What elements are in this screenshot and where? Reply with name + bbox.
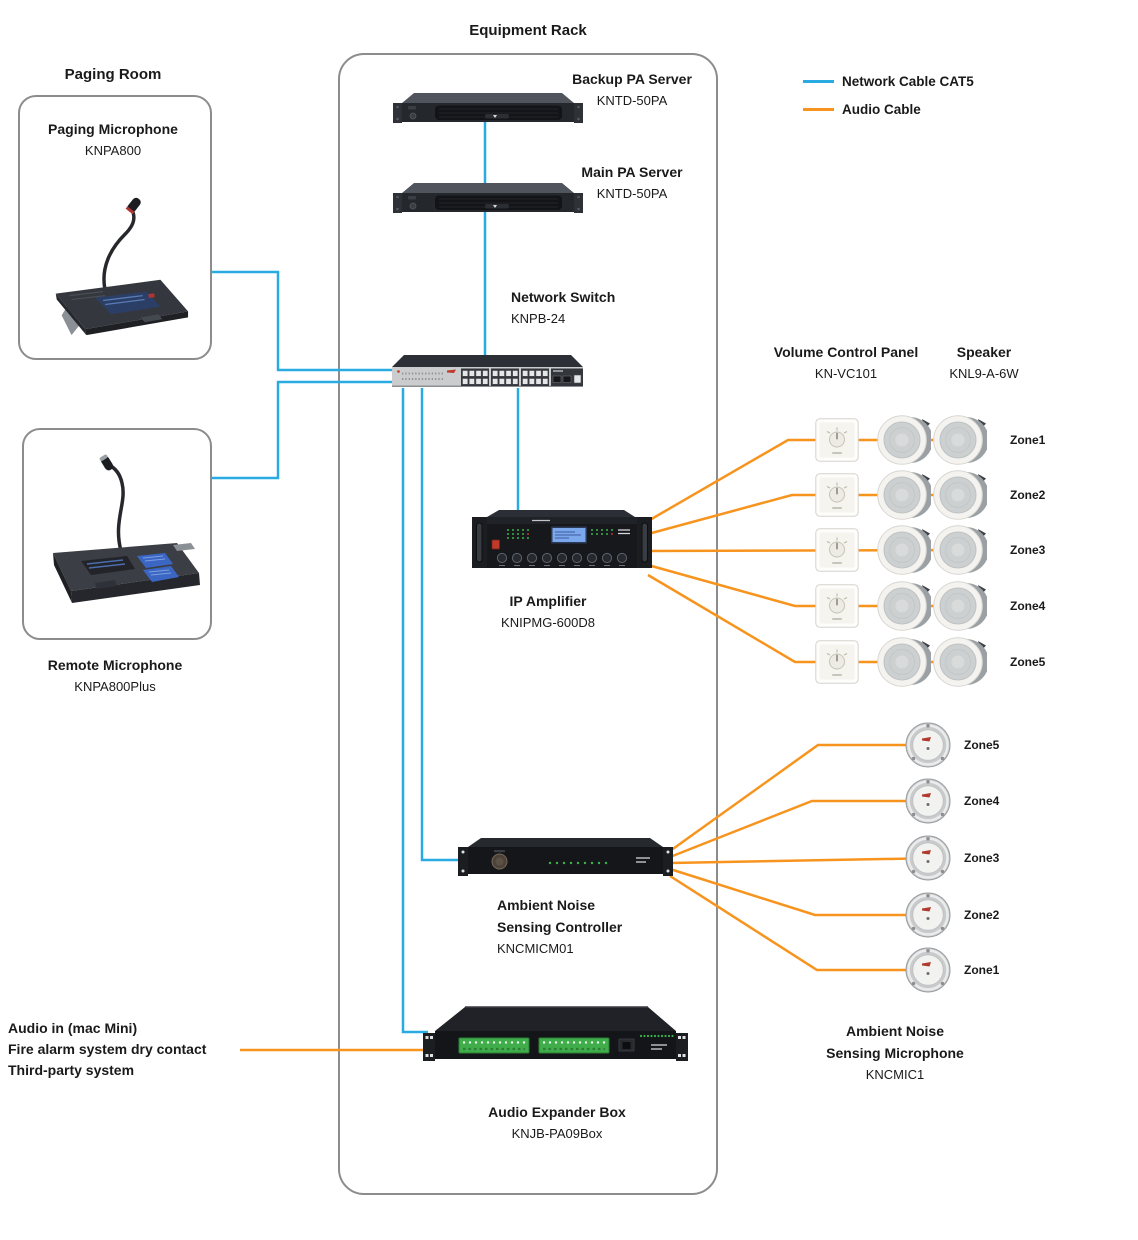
paging-mic-name: Paging Microphone <box>48 121 178 137</box>
main-server-label: Main PA Server KNTD-50PA <box>552 161 712 204</box>
noise-mic-name-line1: Ambient Noise <box>845 1023 944 1039</box>
ip-amplifier-label: IP Amplifier KNIPMG-600D8 <box>468 590 628 633</box>
legend-audio-label: Audio Cable <box>842 102 921 117</box>
backup-server-label: Backup PA Server KNTD-50PA <box>552 68 712 111</box>
paging-room-title: Paging Room <box>64 66 162 83</box>
speaker-image <box>877 579 931 633</box>
volume-panel-model: KN-VC101 <box>814 366 878 381</box>
legend-network-line <box>803 80 834 83</box>
remote-microphone-image <box>25 445 205 615</box>
volume-panel-image <box>815 584 859 628</box>
noise-mic-name-line2: Sensing Microphone <box>826 1045 964 1061</box>
volume-panel-header: Volume Control Panel KN-VC101 <box>760 341 932 384</box>
external-input-audio-in: Audio in (mac Mini) <box>8 1020 138 1036</box>
volume-panel-image <box>815 528 859 572</box>
paging-mic-label: Paging Microphone KNPA800 <box>28 118 198 161</box>
paging-mic-model: KNPA800 <box>84 143 142 158</box>
speaker-image <box>933 523 987 577</box>
network-switch-label: Network Switch KNPB-24 <box>511 286 671 329</box>
noise-controller-name-line2: Sensing Controller <box>497 919 623 935</box>
speaker-image <box>933 579 987 633</box>
speaker-image <box>877 468 931 522</box>
speaker-image <box>933 635 987 689</box>
speaker-image <box>877 523 931 577</box>
speaker-zone-label: Zone5 <box>1010 655 1046 669</box>
noise-controller-image <box>458 836 673 880</box>
main-pa-server-image <box>393 180 583 216</box>
mic-zone-label: Zone3 <box>964 851 1000 865</box>
mic-zone-label: Zone4 <box>964 794 1000 808</box>
paging-room-box <box>18 95 212 360</box>
audio-expander-image <box>423 1003 688 1063</box>
paging-microphone-image <box>30 185 198 343</box>
backup-server-model: KNTD-50PA <box>596 93 668 108</box>
speaker-header: Speaker KNL9-A-6W <box>928 341 1040 384</box>
volume-panel-image <box>815 640 859 684</box>
speaker-zone-label: Zone3 <box>1010 543 1046 557</box>
noise-controller-label: Ambient Noise Sensing Controller KNCMICM… <box>497 894 677 959</box>
external-input-third-party: Third-party system <box>8 1062 135 1078</box>
ip-amplifier-model: KNIPMG-600D8 <box>501 615 595 630</box>
ip-amplifier-name: IP Amplifier <box>509 593 587 609</box>
noise-mic-image <box>905 947 951 993</box>
noise-mic-image <box>905 722 951 768</box>
backup-server-name: Backup PA Server <box>572 71 692 87</box>
noise-mic-image <box>905 778 951 824</box>
network-switch-name: Network Switch <box>511 289 616 305</box>
speaker-model: KNL9-A-6W <box>949 366 1019 381</box>
audio-expander-model: KNJB-PA09Box <box>511 1126 603 1141</box>
backup-pa-server-image <box>393 90 583 126</box>
speaker-image <box>933 468 987 522</box>
volume-panel-image <box>815 418 859 462</box>
network-switch-image <box>390 350 585 392</box>
external-inputs: Audio in (mac Mini) Fire alarm system dr… <box>8 1018 206 1081</box>
audio-expander-label: Audio Expander Box KNJB-PA09Box <box>457 1101 657 1144</box>
speaker-zone-label: Zone1 <box>1010 433 1046 447</box>
audio-expander-name: Audio Expander Box <box>488 1104 626 1120</box>
volume-panel-name: Volume Control Panel <box>773 344 919 360</box>
volume-panel-image <box>815 473 859 517</box>
legend-network-label: Network Cable CAT5 <box>842 74 974 89</box>
noise-mic-model: KNCMIC1 <box>865 1067 925 1082</box>
noise-mic-image <box>905 892 951 938</box>
main-server-name: Main PA Server <box>581 164 683 180</box>
mic-zone-label: Zone1 <box>964 963 1000 977</box>
noise-mic-image <box>905 835 951 881</box>
remote-mic-label: Remote Microphone KNPA800Plus <box>20 654 210 697</box>
speaker-image <box>877 413 931 467</box>
speaker-image <box>933 413 987 467</box>
external-input-fire-alarm: Fire alarm system dry contact <box>8 1041 207 1057</box>
remote-mic-model: KNPA800Plus <box>74 679 156 694</box>
speaker-image <box>877 635 931 689</box>
noise-mic-device-label: Ambient Noise Sensing Microphone KNCMIC1 <box>800 1020 990 1085</box>
remote-mic-name: Remote Microphone <box>47 657 183 673</box>
speaker-zone-label: Zone4 <box>1010 599 1046 613</box>
noise-controller-name-line1: Ambient Noise <box>497 897 596 913</box>
network-switch-model: KNPB-24 <box>511 311 566 326</box>
speaker-name: Speaker <box>956 344 1012 360</box>
remote-mic-box <box>22 428 212 640</box>
legend-audio-line <box>803 108 834 111</box>
noise-controller-model: KNCMICM01 <box>497 941 574 956</box>
equipment-rack-title: Equipment Rack <box>469 22 587 39</box>
mic-zone-label: Zone2 <box>964 908 1000 922</box>
main-server-model: KNTD-50PA <box>596 186 668 201</box>
ip-amplifier-image <box>472 508 652 572</box>
mic-zone-label: Zone5 <box>964 738 1000 752</box>
speaker-zone-label: Zone2 <box>1010 488 1046 502</box>
